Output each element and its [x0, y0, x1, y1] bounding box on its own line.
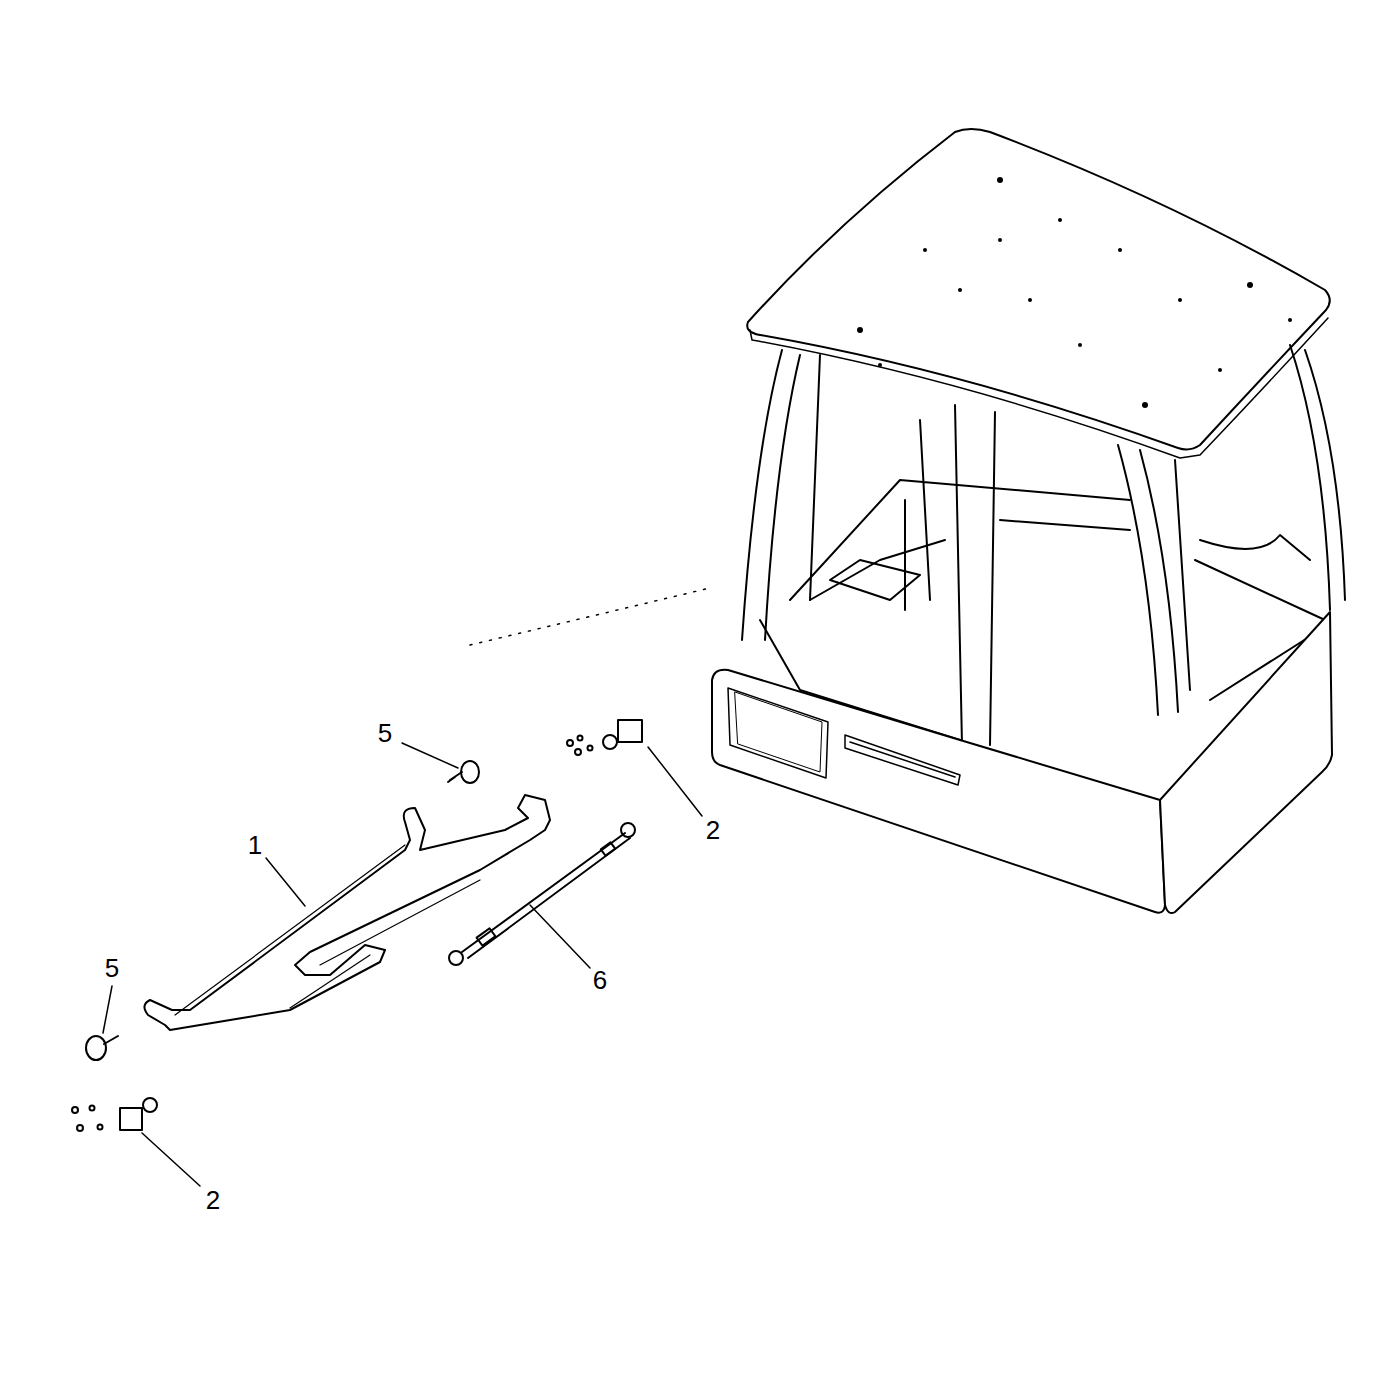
cab-pillar — [742, 350, 800, 640]
mount-bracket — [144, 795, 550, 1030]
leader-line — [103, 743, 702, 1186]
callout-number: 1 — [248, 832, 262, 858]
knob — [86, 761, 479, 1060]
cab-pillar — [1290, 345, 1345, 610]
cab-pillar — [955, 405, 995, 745]
cab-front-panel — [712, 670, 1165, 913]
callout-number: 2 — [706, 817, 720, 843]
callout-number: 6 — [593, 967, 607, 993]
callout-number: 5 — [378, 720, 392, 746]
cab-roof — [747, 129, 1330, 449]
cab-pillar — [1118, 445, 1178, 715]
latch — [72, 720, 642, 1131]
cab-side-panel — [1160, 612, 1332, 913]
callout-number: 5 — [105, 955, 119, 981]
callout-number: 2 — [206, 1187, 220, 1213]
support-rod — [462, 833, 630, 958]
